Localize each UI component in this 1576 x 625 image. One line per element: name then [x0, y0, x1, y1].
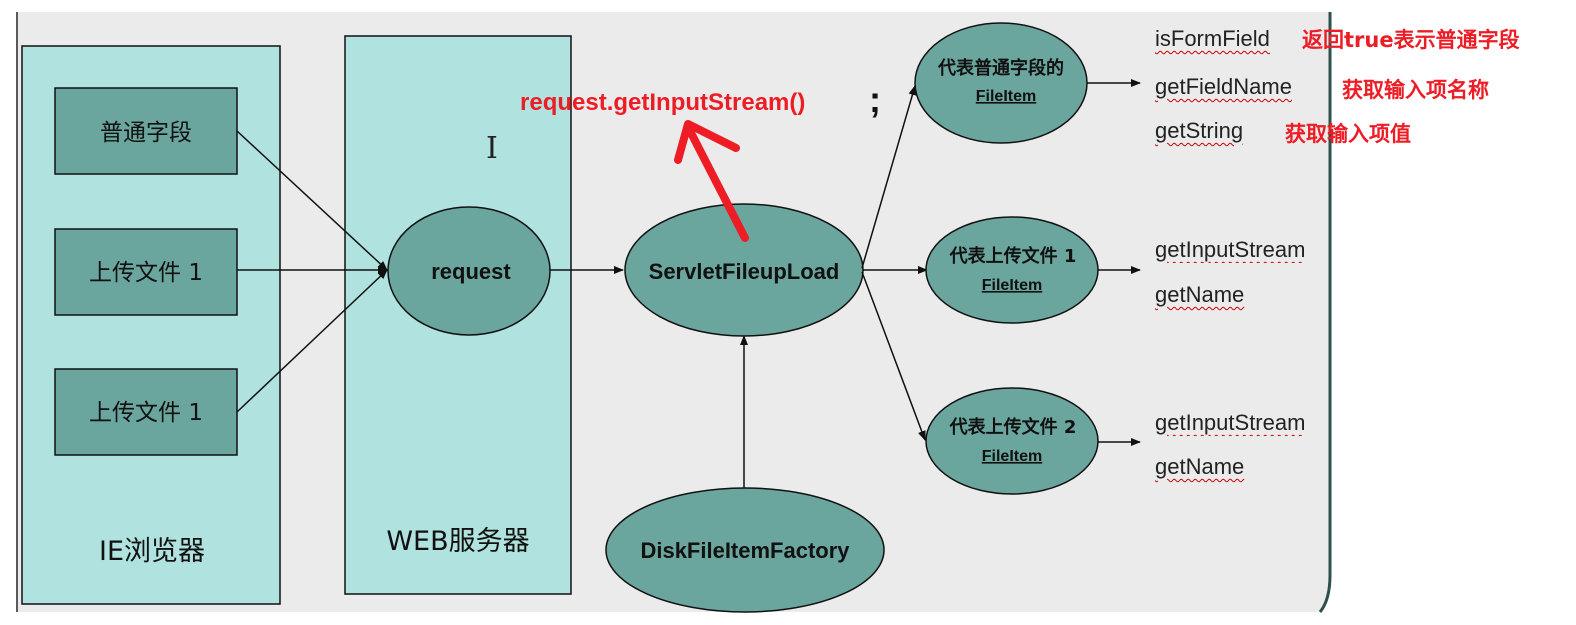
request-node-label: request	[431, 259, 511, 284]
field-box-upload-1	[54, 228, 238, 316]
method-getname-2: getName	[1155, 454, 1245, 479]
method-getname-1: getName	[1155, 282, 1245, 307]
fileitem-upload1-label-1: 代表上传文件 1	[949, 245, 1077, 267]
method-isformfield: isFormField	[1155, 26, 1270, 51]
fileitem-upload2-label-1: 代表上传文件 2	[949, 416, 1077, 438]
fileitem-upload2-label-2: FileItem	[982, 448, 1042, 465]
fileitem-upload1-node	[925, 216, 1099, 324]
note-isformfield: 返回true表示普通字段	[1302, 28, 1520, 52]
annotation-arrowhead	[674, 120, 740, 164]
note-getstring: 获取输入项值	[1285, 122, 1411, 146]
annotation-arrow	[684, 123, 749, 242]
text-cursor-icon: I	[486, 131, 498, 166]
server-title: WEB服务器	[386, 526, 529, 557]
fileitem-normal-label-2: FileItem	[976, 88, 1036, 105]
edge-upload-to-item3	[861, 271, 926, 441]
request-node	[387, 206, 551, 336]
fileitem-upload2-node	[925, 387, 1099, 495]
field-label-upload-1b: 上传文件 1	[89, 400, 203, 426]
annotation-semicolon: ;	[869, 79, 881, 120]
servlet-fileupload-label: ServletFileupLoad	[649, 259, 840, 284]
field-label-normal: 普通字段	[100, 120, 192, 146]
panel-right-edge-curve	[1318, 574, 1332, 613]
disk-fileitem-factory-node	[605, 487, 885, 613]
field-label-upload-1: 上传文件 1	[89, 260, 203, 286]
disk-fileitem-factory-label: DiskFileItemFactory	[640, 538, 850, 563]
edge-normal-to-request	[236, 130, 388, 271]
field-box-upload-1b	[54, 368, 238, 456]
method-getinputstream-1: getInputStream	[1155, 237, 1306, 262]
edge-upload1b-to-request	[236, 269, 388, 413]
annotation-call-text: request.getInputStream()	[520, 89, 805, 116]
method-getinputstream-2: getInputStream	[1155, 410, 1306, 435]
browser-title: IE浏览器	[99, 536, 205, 567]
fileitem-normal-label-1: 代表普通字段的	[937, 57, 1064, 79]
fileitem-normal-node	[914, 22, 1088, 144]
fileitem-upload1-label-2: FileItem	[982, 277, 1042, 294]
edge-upload-to-item1	[861, 85, 917, 269]
method-getstring: getString	[1155, 118, 1244, 143]
method-getfieldname: getFieldName	[1155, 74, 1292, 99]
note-getfieldname: 获取输入项名称	[1342, 78, 1489, 102]
